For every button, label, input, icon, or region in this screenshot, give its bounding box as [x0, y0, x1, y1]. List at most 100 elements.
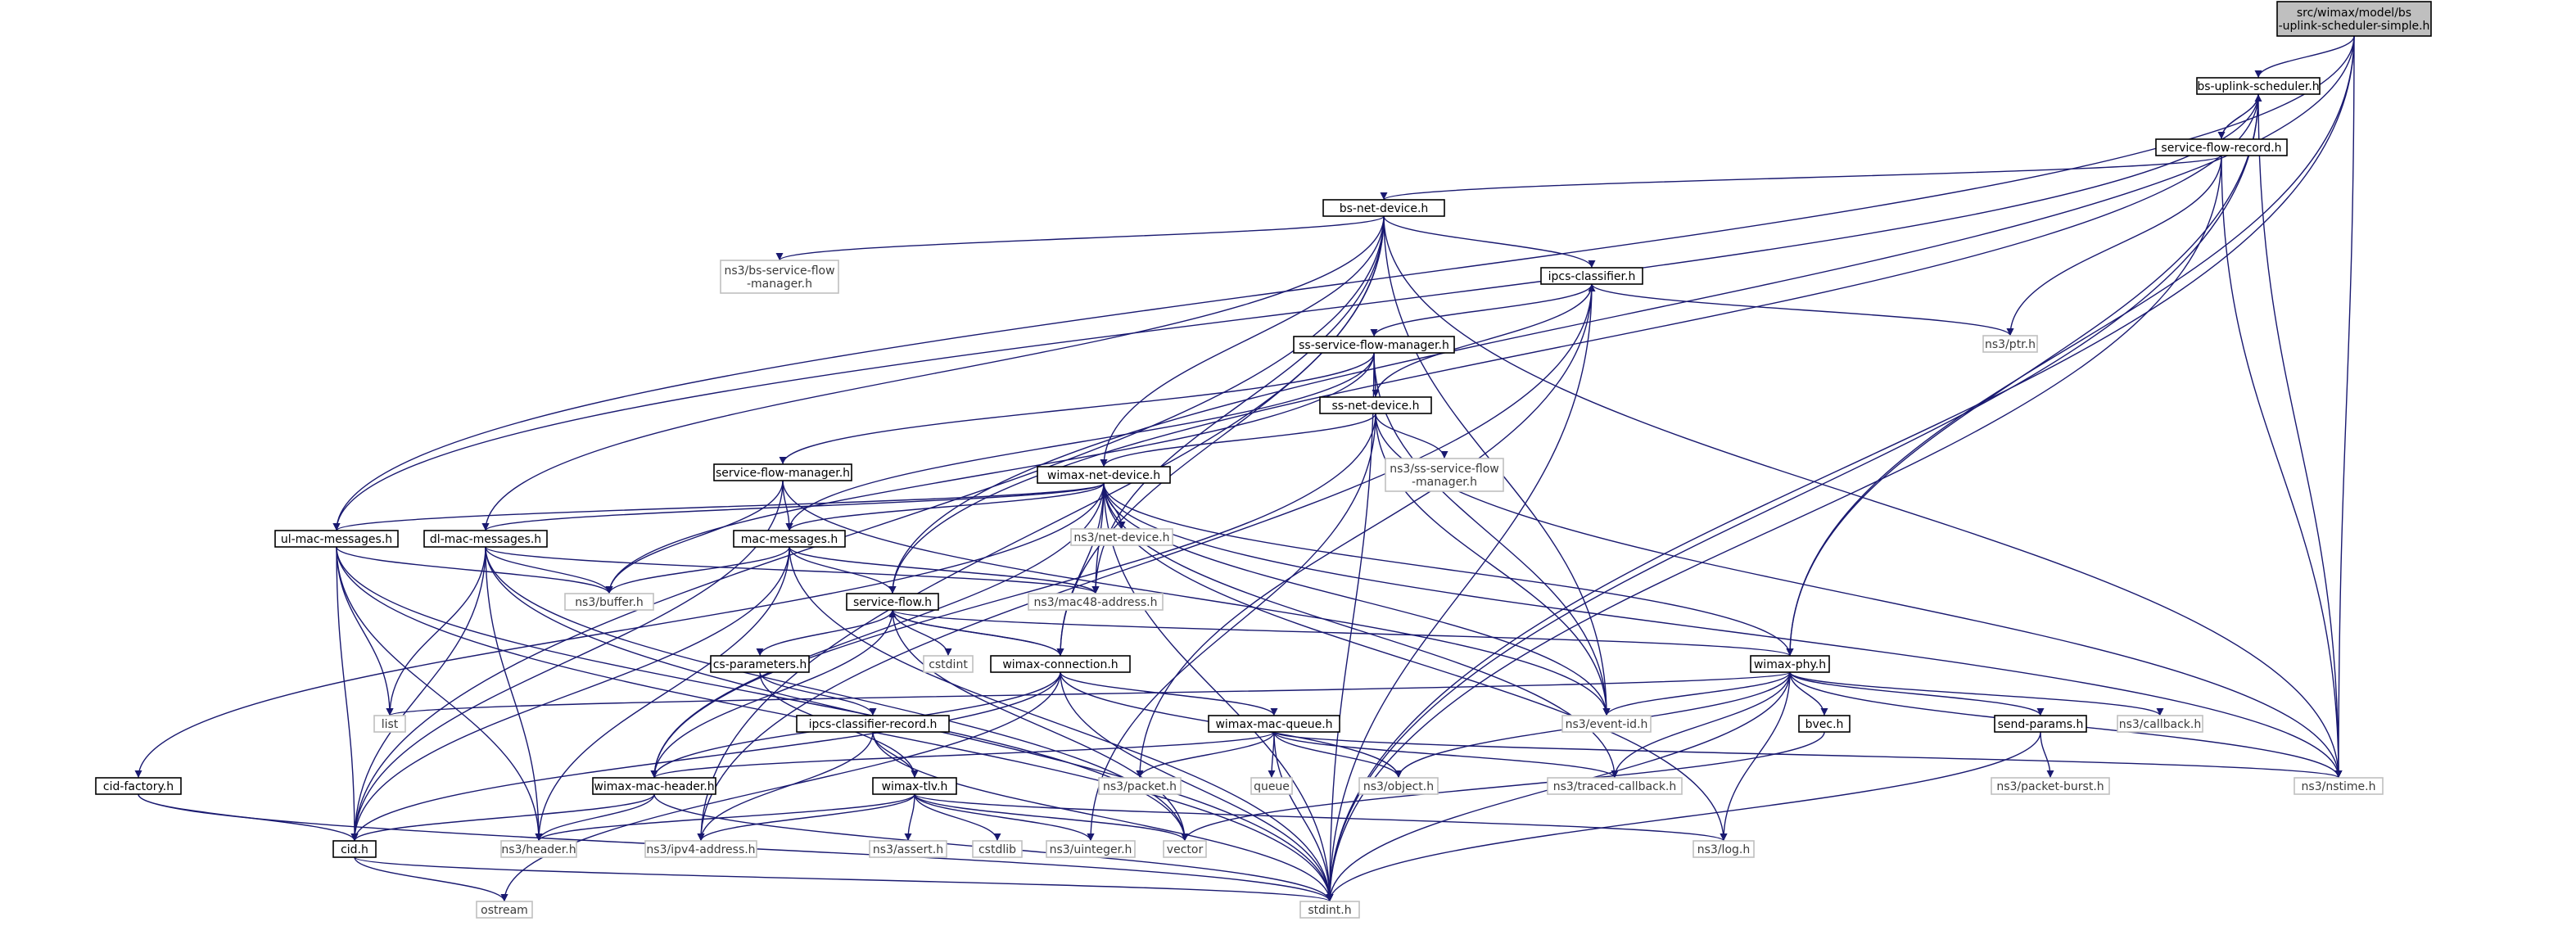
node-bsnd[interactable]: bs-net-device.h: [1322, 199, 1445, 217]
node-stdint[interactable]: stdint.h: [1299, 901, 1360, 919]
node-box: [1750, 655, 1830, 673]
node-sf[interactable]: service-flow.h: [846, 593, 939, 611]
node-cstdint[interactable]: cstdint: [923, 655, 974, 673]
node-netdev[interactable]: ns3/net-device.h: [1070, 528, 1173, 546]
node-wnd[interactable]: wimax-net-device.h: [1037, 466, 1171, 484]
edge-ssnd-to-wmh: [650, 413, 1376, 779]
edge-wphy-to-callback: [1789, 671, 2164, 716]
node-nstime[interactable]: ns3/nstime.h: [2294, 777, 2384, 795]
node-wmq[interactable]: wimax-mac-queue.h: [1208, 715, 1340, 733]
node-box: [2155, 138, 2288, 156]
node-label: bs-uplink-scheduler.h: [2197, 80, 2319, 93]
edge-ipcs-to-stdint: [1326, 283, 1593, 902]
node-label: service-flow.h: [853, 596, 932, 609]
node-ptr[interactable]: ns3/ptr.h: [1982, 335, 2038, 353]
node-mac48[interactable]: ns3/mac48-address.h: [1028, 593, 1164, 611]
edge-bsnd-to-wconn: [1056, 215, 1385, 657]
node-sfr[interactable]: service-flow-record.h: [2155, 138, 2288, 156]
node-ostream[interactable]: ostream: [476, 901, 533, 919]
node-cstdlib[interactable]: cstdlib: [972, 840, 1023, 858]
node-label: ns3/ss-service-flow: [1390, 463, 1498, 476]
node-label: ipcs-classifier-record.h: [809, 718, 938, 731]
edge-dlmm-to-list: [386, 546, 486, 716]
node-ipcs[interactable]: ipcs-classifier.h: [1540, 267, 1643, 285]
node-ssnd[interactable]: ss-net-device.h: [1319, 396, 1432, 414]
node-wconn[interactable]: wimax-connection.h: [990, 655, 1131, 673]
node-dlmm[interactable]: dl-mac-messages.h: [423, 530, 548, 548]
node-label: ns3/ptr.h: [1985, 338, 2036, 351]
node-ulmm[interactable]: ul-mac-messages.h: [274, 530, 399, 548]
node-bvec[interactable]: bvec.h: [1798, 715, 1851, 733]
node-callback[interactable]: ns3/callback.h: [2117, 715, 2203, 733]
node-packet[interactable]: ns3/packet.h: [1098, 777, 1182, 795]
node-list[interactable]: list: [373, 715, 406, 733]
node-buffer[interactable]: ns3/buffer.h: [564, 593, 654, 611]
node-sendp[interactable]: send-params.h: [1994, 715, 2087, 733]
node-tcb[interactable]: ns3/traced-callback.h: [1547, 777, 1683, 795]
node-label: ns3/buffer.h: [575, 596, 644, 609]
node-label: mac-messages.h: [741, 533, 838, 546]
node-eventid[interactable]: ns3/event-id.h: [1561, 715, 1652, 733]
edge-csparams-to-ipcsrec: [759, 671, 877, 716]
edge-bsnd-to-mac48: [1091, 215, 1385, 594]
edge-wtlv-to-uint: [914, 793, 1095, 842]
node-ns3ssfm[interactable]: ns3/ss-service-flow-manager.h: [1385, 458, 1504, 492]
node-label: wimax-mac-header.h: [594, 780, 714, 793]
node-pburst[interactable]: ns3/packet-burst.h: [1991, 777, 2110, 795]
edge-wnd-to-cidf: [134, 482, 1105, 779]
edge-ipcs-to-ptr: [1591, 283, 2014, 337]
node-vector[interactable]: vector: [1163, 840, 1207, 858]
node-label: dl-mac-messages.h: [430, 533, 541, 546]
node-box: [846, 593, 939, 611]
node-box: [2294, 777, 2384, 795]
node-macm[interactable]: mac-messages.h: [733, 530, 846, 548]
node-box: [1299, 901, 1360, 919]
edge-root-to-nstime: [2334, 35, 2355, 779]
node-wmh[interactable]: wimax-mac-header.h: [592, 777, 716, 795]
node-bsup[interactable]: bs-uplink-scheduler.h: [2196, 77, 2321, 95]
node-label: service-flow-manager.h: [716, 467, 850, 480]
node-header[interactable]: ns3/header.h: [500, 840, 577, 858]
node-csparams[interactable]: cs-parameters.h: [710, 655, 810, 673]
node-uint[interactable]: ns3/uinteger.h: [1046, 840, 1136, 858]
edge-sfr-to-bsnd: [1380, 155, 2222, 201]
edge-sssfm-to-buffer: [605, 352, 1375, 594]
node-ipv4[interactable]: ns3/ipv4-address.h: [644, 840, 757, 858]
node-object[interactable]: ns3/object.h: [1358, 777, 1439, 795]
node-wtlv[interactable]: wimax-tlv.h: [872, 777, 957, 795]
node-wphy[interactable]: wimax-phy.h: [1750, 655, 1830, 673]
node-box: [1028, 593, 1164, 611]
edge-sf-to-wphy: [892, 609, 1794, 657]
node-bssfm[interactable]: ns3/bs-service-flow-manager.h: [720, 260, 839, 294]
edge-root-to-stdint: [1326, 35, 2355, 902]
node-label: vector: [1167, 843, 1204, 856]
node-label: ns3/packet-burst.h: [1996, 780, 2104, 793]
node-assert[interactable]: ns3/assert.h: [869, 840, 947, 858]
node-label: ss-service-flow-manager.h: [1299, 339, 1449, 352]
edge-root-to-wphy: [1786, 35, 2355, 657]
node-label: bvec.h: [1805, 718, 1844, 731]
edge-bvec-to-vector: [1181, 731, 1825, 842]
node-sfm[interactable]: service-flow-manager.h: [713, 463, 852, 481]
node-box: [1561, 715, 1652, 733]
node-log[interactable]: ns3/log.h: [1692, 840, 1755, 858]
node-box: [796, 715, 950, 733]
edge-sendp-to-stdint: [1326, 731, 2041, 902]
node-cidf[interactable]: cid-factory.h: [95, 777, 182, 795]
edge-wphy-to-tcb: [1611, 671, 1791, 779]
node-root[interactable]: src/wimax/model/bs-uplink-scheduler-simp…: [2276, 1, 2432, 37]
node-box: [1322, 199, 1445, 217]
edge-ulmm-to-cid: [336, 546, 359, 842]
node-ipcsrec[interactable]: ipcs-classifier-record.h: [796, 715, 950, 733]
node-box: [1692, 840, 1755, 858]
edge-wmq-to-wmh: [650, 731, 1275, 779]
node-box: [1163, 840, 1207, 858]
node-cid[interactable]: cid.h: [332, 840, 377, 858]
node-sssfm[interactable]: ss-service-flow-manager.h: [1293, 336, 1455, 354]
edge-bsup-to-stdint: [1326, 93, 2259, 902]
node-queue[interactable]: queue: [1250, 777, 1293, 795]
edge-wnd-to-wconn: [1056, 482, 1105, 657]
node-label: ns3/header.h: [501, 843, 576, 856]
node-box: [1547, 777, 1683, 795]
